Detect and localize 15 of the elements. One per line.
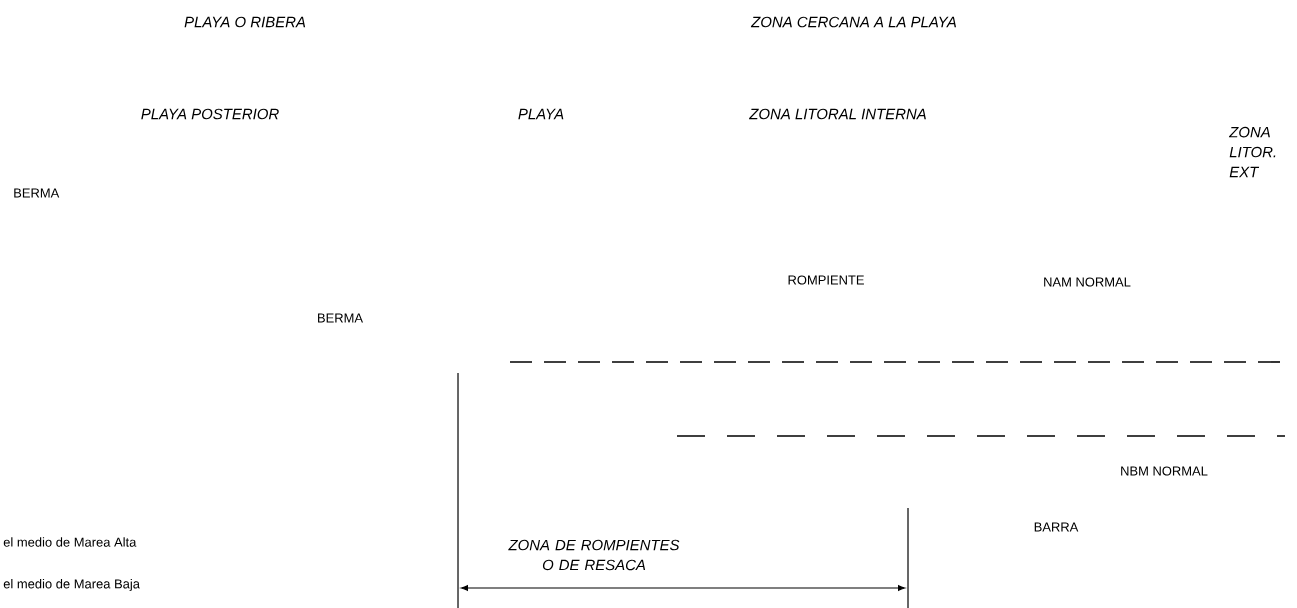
zone-heading: ZONA CERCANA A LA PLAYA bbox=[750, 16, 956, 28]
zone-label: ZONA LITORAL INTERNA bbox=[749, 108, 926, 120]
zone-label: PLAYA POSTERIOR bbox=[141, 108, 279, 120]
part-label: BERMA bbox=[14, 188, 60, 198]
zone-label: PLAYA bbox=[518, 108, 564, 120]
legend-note: el medio de Marea Baja bbox=[3, 578, 140, 592]
part-label: ROMPIENTE bbox=[788, 275, 864, 285]
level-label: NAM NORMAL bbox=[1044, 277, 1131, 287]
level-label: NBM NORMAL bbox=[1121, 466, 1208, 476]
dimension-label: ZONA DE ROMPIENTES O DE RESACA bbox=[508, 539, 680, 571]
legend-note: el medio de Marea Alta bbox=[3, 537, 137, 547]
zone-label: ZONA LITOR. EXT bbox=[1228, 126, 1276, 178]
part-label: BARRA bbox=[1034, 522, 1079, 532]
part-label: BERMA bbox=[318, 313, 363, 323]
zone-heading: PLAYA O RIBERA bbox=[184, 16, 306, 28]
